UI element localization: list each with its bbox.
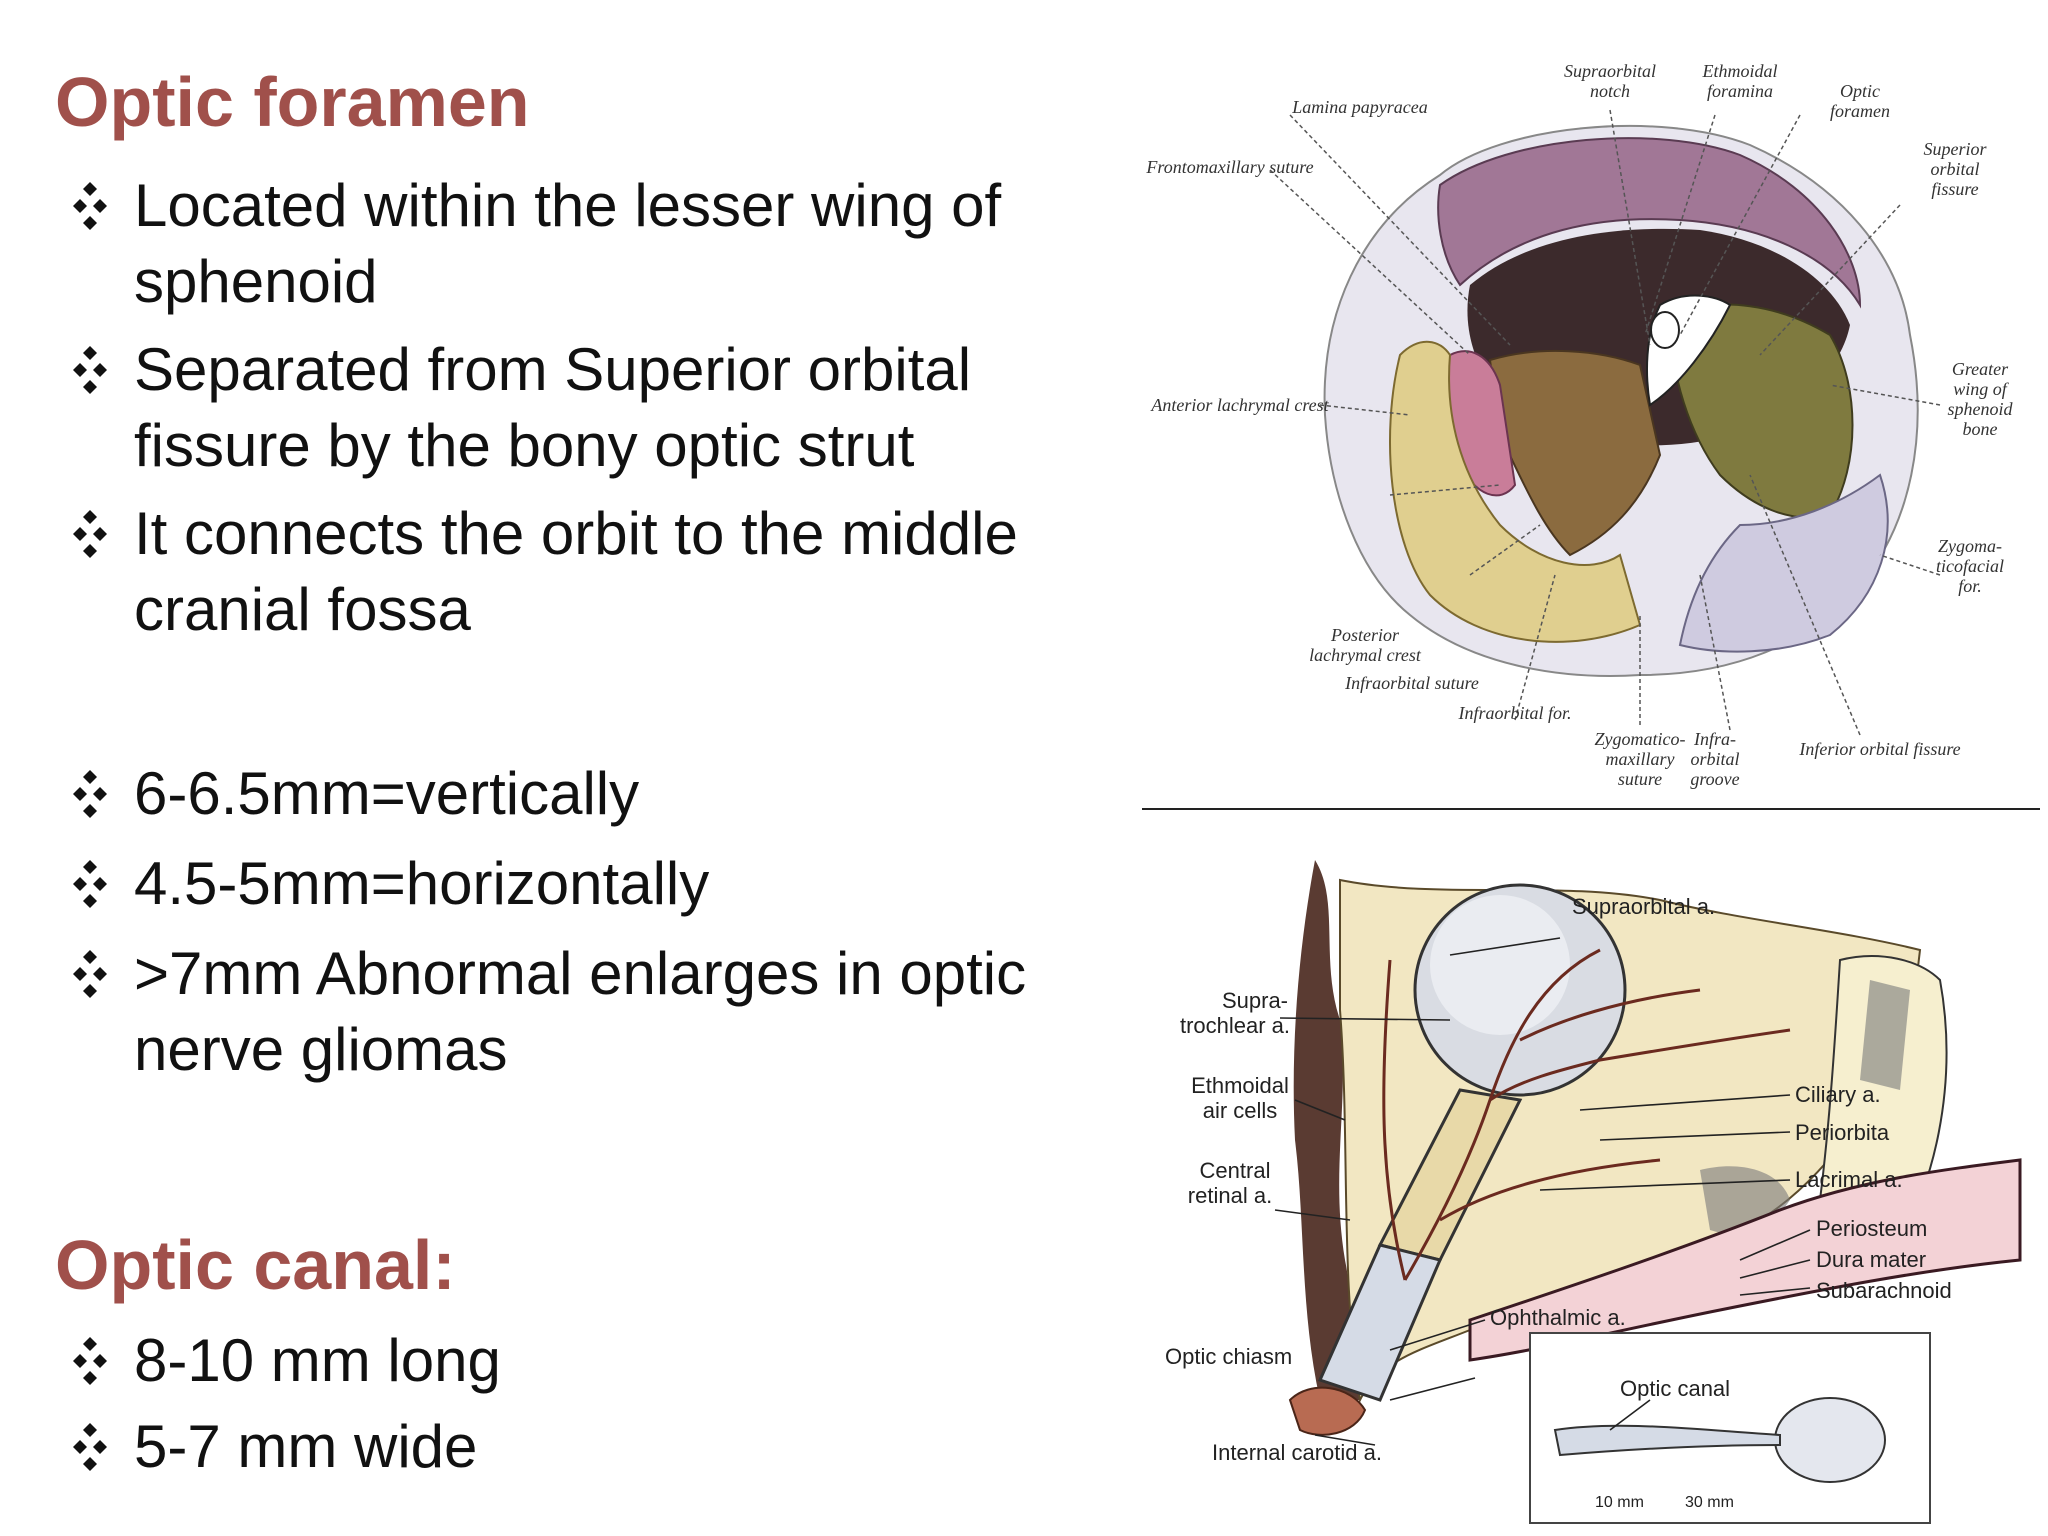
- label-supraorbital-a: Supraorbital a.: [1572, 894, 1715, 919]
- svg-text:wing of: wing of: [1953, 379, 2010, 399]
- figure-divider: [1142, 808, 2040, 810]
- frontal-roof: [1437, 137, 1862, 309]
- label-lacrimal-a: Lacrimal a.: [1795, 1167, 1903, 1192]
- label-infraorbital-groove: Infra-: [1693, 729, 1736, 749]
- label-frontomaxillary-suture: Frontomaxillary suture: [1145, 157, 1313, 177]
- bullet-text: It connects the orbit to the middle cran…: [134, 500, 1018, 643]
- label-greater-wing: Greater: [1952, 359, 2009, 379]
- svg-text:groove: groove: [1690, 769, 1739, 789]
- label-scale-30mm: 30 mm: [1685, 1494, 1734, 1511]
- diamond-bullet-icon: [73, 1337, 107, 1385]
- brain-tissue: [1468, 1158, 2022, 1362]
- svg-text:suture: suture: [1618, 769, 1662, 789]
- svg-text:lachrymal crest: lachrymal crest: [1309, 645, 1422, 665]
- bullet-item: Separated from Superior orbital fissure …: [60, 332, 1120, 484]
- svg-text:maxillary: maxillary: [1606, 749, 1675, 769]
- label-ethmoidal-foramina: Ethmoidal: [1702, 61, 1778, 81]
- label-supratrochlear-a: Supra-: [1222, 988, 1288, 1013]
- bullet-text: Located within the lesser wing of spheno…: [134, 172, 1002, 315]
- label-superior-orbital-fissure: Superior: [1924, 139, 1988, 159]
- bullet-list-optic-canal: 8-10 mm long 5-7 mm wide: [60, 1323, 1120, 1497]
- label-infraorbital-for: Infraorbital for.: [1457, 703, 1571, 723]
- label-ethmoidal-air-cells: Ethmoidal: [1191, 1073, 1289, 1098]
- label-zygomatico-maxillary: Zygomatico-: [1595, 729, 1686, 749]
- bullet-item: 4.5-5mm=horizontally: [60, 846, 1120, 922]
- svg-text:ticofacial: ticofacial: [1936, 556, 2004, 576]
- bullet-text: >7mm Abnormal enlarges in optic nerve gl…: [134, 940, 1027, 1083]
- svg-text:air cells: air cells: [1203, 1098, 1278, 1123]
- bullet-list-optic-foramen: Located within the lesser wing of spheno…: [60, 168, 1120, 660]
- bullet-item: 5-7 mm wide: [60, 1409, 1120, 1485]
- heading-optic-foramen: Optic foramen: [55, 63, 530, 141]
- svg-text:foramina: foramina: [1707, 81, 1773, 101]
- label-periosteum: Periosteum: [1816, 1216, 1927, 1241]
- diamond-bullet-icon: [73, 346, 107, 394]
- label-ciliary-a: Ciliary a.: [1795, 1082, 1881, 1107]
- bullet-text: 6-6.5mm=vertically: [134, 760, 640, 827]
- bullet-text: 4.5-5mm=horizontally: [134, 850, 710, 917]
- bony-wall: [1293, 860, 1360, 1400]
- diamond-bullet-icon: [73, 770, 107, 818]
- orbit-bone-diagram: Supraorbital notch Ethmoidal foramina Op…: [1145, 61, 2014, 789]
- label-scale-10mm: 10 mm: [1595, 1494, 1644, 1511]
- label-optic-canal: Optic canal: [1620, 1376, 1730, 1401]
- svg-text:fissure: fissure: [1931, 179, 1978, 199]
- bullet-item: 6-6.5mm=vertically: [60, 756, 1120, 832]
- svg-text:retinal a.: retinal a.: [1188, 1183, 1272, 1208]
- svg-text:orbital: orbital: [1930, 159, 1979, 179]
- label-posterior-lachrymal-crest: Posterior: [1330, 625, 1400, 645]
- diamond-bullet-icon: [73, 860, 107, 908]
- diamond-bullet-icon: [73, 510, 107, 558]
- label-dura-mater: Dura mater: [1816, 1247, 1926, 1272]
- label-internal-carotid-a: Internal carotid a.: [1212, 1440, 1382, 1465]
- optic-nerve-diagram: Supraorbital a. Supra- trochlear a. Ethm…: [1165, 860, 2022, 1524]
- label-zygomaticofacial: Zygoma-: [1938, 536, 2002, 556]
- label-optic-foramen: Optic: [1840, 81, 1880, 101]
- bullet-list-dimensions: 6-6.5mm=vertically 4.5-5mm=horizontally …: [60, 756, 1120, 1100]
- svg-text:notch: notch: [1590, 81, 1630, 101]
- svg-text:bone: bone: [1963, 419, 1998, 439]
- svg-text:for.: for.: [1958, 576, 1982, 596]
- diamond-bullet-icon: [73, 950, 107, 998]
- maxilla-bone: [1389, 340, 1642, 643]
- svg-text:foramen: foramen: [1830, 101, 1890, 121]
- zygomatic-bone: [1678, 473, 1889, 653]
- svg-text:orbital: orbital: [1690, 749, 1739, 769]
- diamond-bullet-icon: [73, 1423, 107, 1471]
- bullet-text: Separated from Superior orbital fissure …: [134, 336, 972, 479]
- label-infraorbital-suture: Infraorbital suture: [1344, 673, 1479, 693]
- bullet-item: >7mm Abnormal enlarges in optic nerve gl…: [60, 936, 1120, 1088]
- heading-optic-canal: Optic canal:: [55, 1226, 456, 1304]
- ethmoid-bone: [1488, 349, 1662, 557]
- label-subarachnoid: Subarachnoid: [1816, 1278, 1952, 1303]
- bullet-text: 8-10 mm long: [134, 1327, 501, 1394]
- label-supraorbital-notch: Supraorbital: [1564, 61, 1656, 81]
- diamond-bullet-icon: [73, 182, 107, 230]
- bullet-item: It connects the orbit to the middle cran…: [60, 496, 1120, 648]
- svg-text:trochlear a.: trochlear a.: [1180, 1013, 1290, 1038]
- bullet-item: 8-10 mm long: [60, 1323, 1120, 1399]
- label-inferior-orbital-fissure: Inferior orbital fissure: [1798, 739, 1960, 759]
- label-central-retinal-a: Central: [1200, 1158, 1271, 1183]
- bullet-item: Located within the lesser wing of spheno…: [60, 168, 1120, 320]
- label-ophthalmic-a: Ophthalmic a.: [1490, 1305, 1626, 1330]
- bullet-text: 5-7 mm wide: [134, 1413, 478, 1480]
- label-lamina-papyracea: Lamina papyracea: [1291, 97, 1427, 117]
- label-periorbita: Periorbita: [1795, 1120, 1890, 1145]
- label-anterior-lachrymal-crest: Anterior lachrymal crest: [1150, 395, 1329, 415]
- label-optic-chiasm: Optic chiasm: [1165, 1344, 1292, 1369]
- svg-text:sphenoid: sphenoid: [1948, 399, 2014, 419]
